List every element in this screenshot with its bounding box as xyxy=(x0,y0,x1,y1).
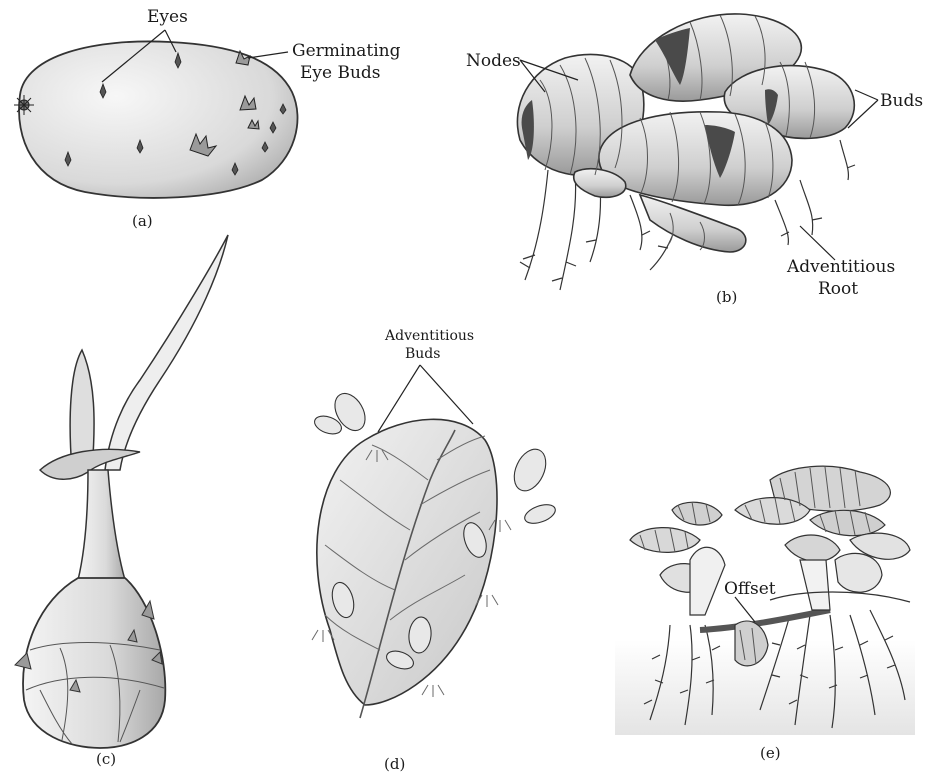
caption-c: (c) xyxy=(96,750,116,768)
caption-e: (e) xyxy=(760,744,781,762)
germinating-label-line2: Eye Buds xyxy=(300,63,381,83)
bulb-neck xyxy=(78,470,125,580)
caption-d: (d) xyxy=(384,755,405,773)
potato-body xyxy=(19,41,298,197)
caption-a: (a) xyxy=(132,212,153,230)
buds-label: Buds xyxy=(880,91,923,111)
adventitious-buds-label-line1: Adventitious xyxy=(384,328,474,344)
bulb-tall-leaf xyxy=(105,235,228,470)
panel-a-potato-tuber: Eyes Germinating Eye Buds (a) xyxy=(14,7,401,230)
apical-eye-icon xyxy=(14,95,34,115)
panel-b-rhizome: Nodes Buds Adventitious Root (b) xyxy=(466,14,923,306)
panel-c-bulb: (c) xyxy=(15,235,228,768)
eyes-label: Eyes xyxy=(147,7,188,27)
germinating-label-line1: Germinating xyxy=(292,41,401,61)
offset-label: Offset xyxy=(724,579,776,599)
adventitious-root-label-line1: Adventitious xyxy=(786,257,895,277)
adventitious-buds-label-line2: Buds xyxy=(405,346,440,362)
panel-e-offset: Offset (e) xyxy=(615,466,915,762)
panel-d-leaf: Adventitious Buds (d) xyxy=(312,328,558,773)
caption-b: (b) xyxy=(716,288,737,306)
adventitious-root-label-line2: Root xyxy=(818,279,858,299)
bulb-body xyxy=(23,578,165,748)
offset-stolon xyxy=(700,610,830,630)
nodes-label: Nodes xyxy=(466,51,521,71)
